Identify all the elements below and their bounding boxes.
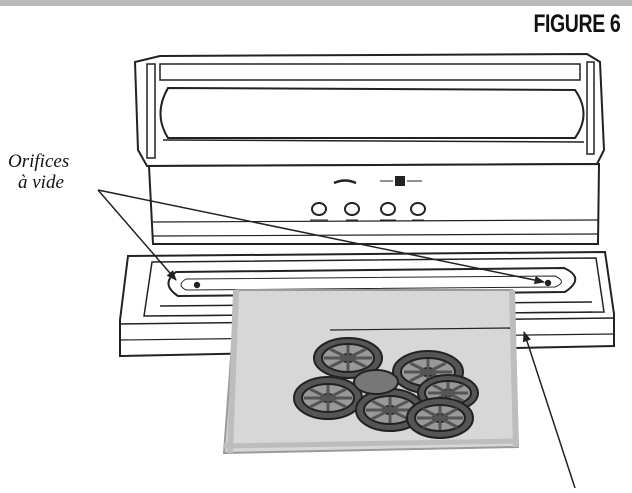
vacuum-ports-callout: Orifices à vide <box>8 151 118 193</box>
top-rule <box>0 0 632 6</box>
callout-line-1: Orifices <box>8 151 70 172</box>
tomato-slices <box>293 337 479 439</box>
leader-lines <box>97 189 576 489</box>
figure-title: FIGURE 6 <box>533 10 620 38</box>
sealer-base <box>147 162 601 245</box>
callout-line-2: à vide <box>18 172 64 193</box>
sealer-lid <box>133 52 606 168</box>
